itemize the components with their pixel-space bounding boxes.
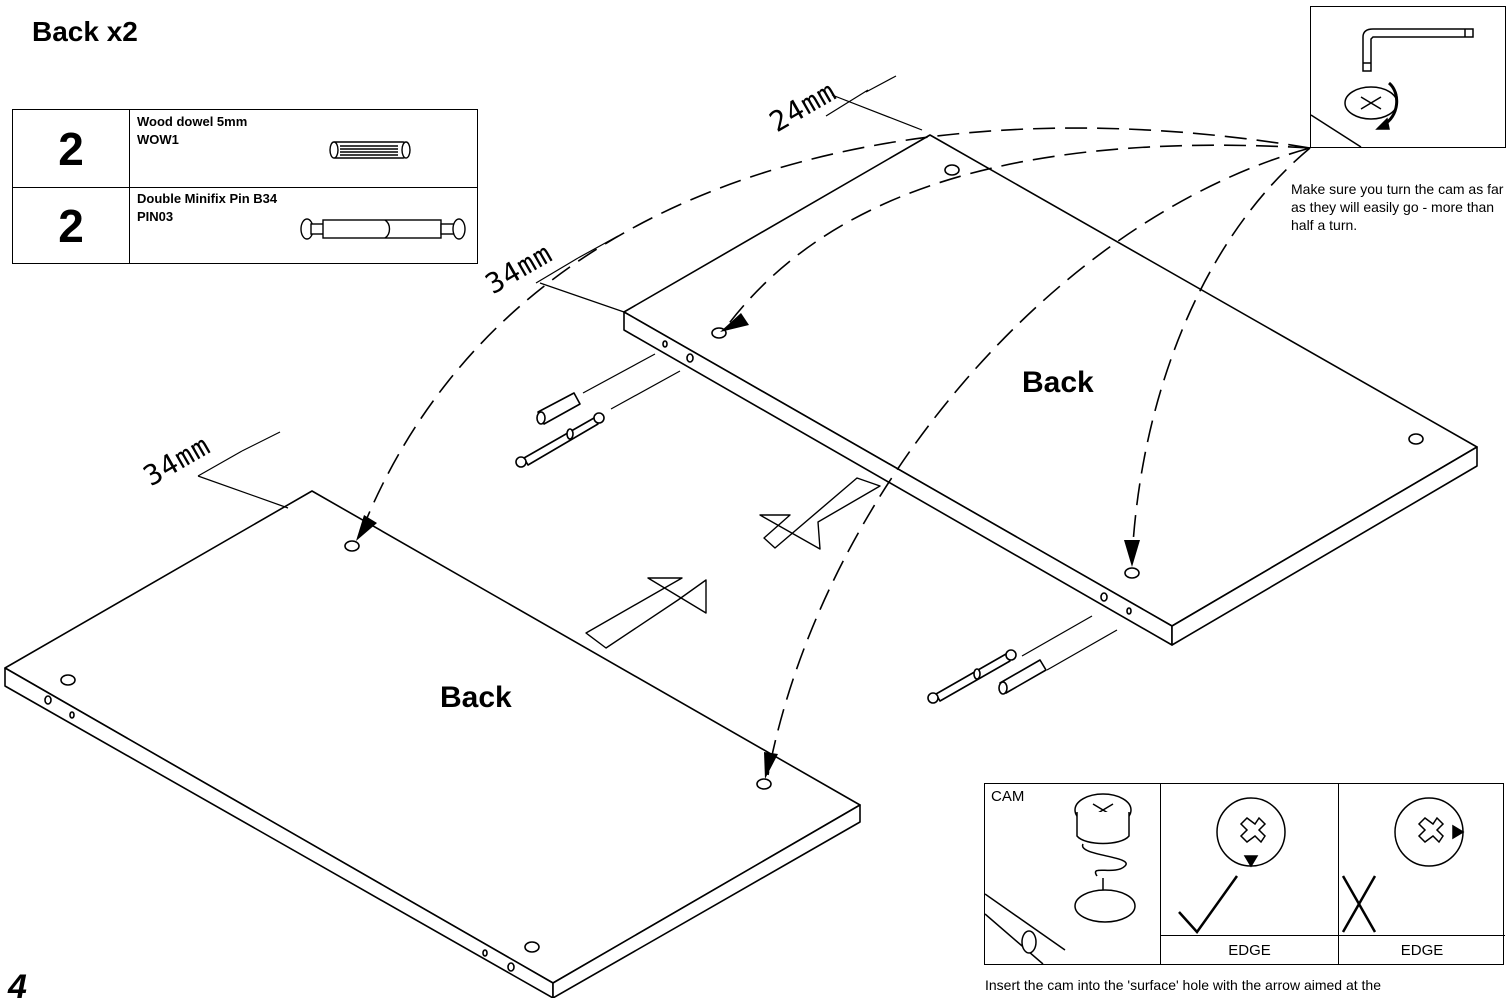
panel-label-lower: Back <box>440 681 512 714</box>
cam-correct-cell: EDGE <box>1161 784 1339 964</box>
cam-label: CAM <box>991 788 1025 805</box>
cam-turn-instruction: Make sure you turn the cam as far as the… <box>1291 181 1504 233</box>
parts-table: 2 Wood dowel 5mm WOW1 2 Double Minifix P… <box>12 109 478 264</box>
part-code: WOW1 <box>137 132 179 147</box>
arc-arrowheads <box>356 313 1140 779</box>
wood-dowel-icon <box>329 141 411 159</box>
pins-right <box>927 649 1047 704</box>
allen-key-icon <box>1311 28 1474 147</box>
part-qty: 2 <box>13 187 130 264</box>
panel-label-upper: Back <box>1022 366 1094 399</box>
upper-back-panel <box>623 134 1478 646</box>
cam-wrong-cell: EDGE <box>1339 784 1505 964</box>
part-code: PIN03 <box>137 209 174 224</box>
part-row-dowel: 2 Wood dowel 5mm WOW1 <box>13 110 477 188</box>
cam-arcs <box>359 127 1311 776</box>
insertion-arrows <box>582 353 1118 671</box>
cam-cell: CAM <box>985 784 1161 964</box>
wrong-orientation-icon <box>1341 797 1465 933</box>
cam-fitting-icon <box>985 793 1136 964</box>
pins-left <box>515 392 605 468</box>
page-title: Back x2 <box>32 16 138 47</box>
lower-back-panel <box>4 490 861 998</box>
allen-key-box <box>1310 6 1506 148</box>
cam-insert-instruction: Insert the cam into the 'surface' hole w… <box>985 977 1381 993</box>
edge-label: EDGE <box>1339 935 1505 964</box>
part-name: Wood dowel 5mm <box>137 114 248 129</box>
cam-orientation-box: CAM EDGE <box>984 783 1505 965</box>
slide-arrows <box>585 477 881 649</box>
page-number: 4 <box>8 968 27 1006</box>
minifix-pin-icon <box>300 218 466 240</box>
part-qty: 2 <box>13 110 130 187</box>
part-row-pin: 2 Double Minifix Pin B34 PIN03 <box>13 187 477 264</box>
correct-orientation-icon <box>1178 797 1286 934</box>
edge-label: EDGE <box>1161 935 1338 964</box>
part-name: Double Minifix Pin B34 <box>137 191 278 206</box>
